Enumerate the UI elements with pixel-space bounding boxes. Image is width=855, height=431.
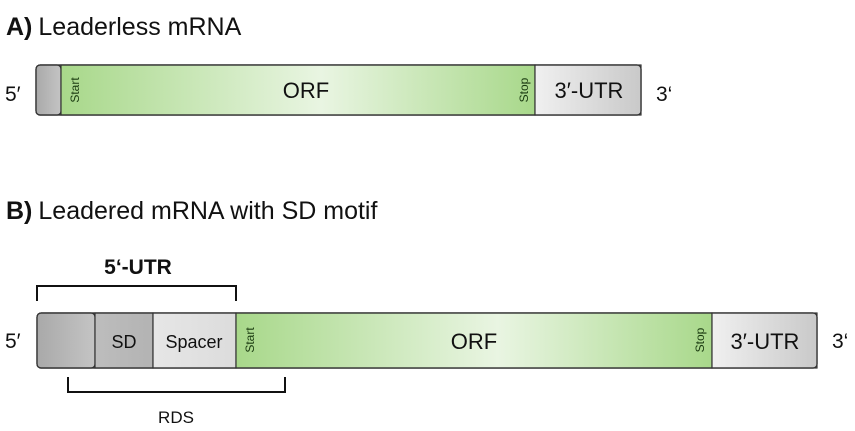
panel-b-sd-label: SD xyxy=(111,332,136,352)
panel-b-letter: B) xyxy=(6,197,32,225)
panel-b: B)Leadered mRNA with SD motif 5‘-UTR 5′ … xyxy=(5,197,848,427)
panel-a-mrna-bar xyxy=(35,64,642,116)
panel-b-stop-label: Stop xyxy=(693,327,707,352)
panel-b-five-prime: 5′ xyxy=(5,330,21,353)
panel-b-mrna-bar xyxy=(36,312,818,369)
panel-b-utr3-segment xyxy=(711,312,818,369)
panel-a: A)Leaderless mRNA 5′ Start ORF Stop 3′-U… xyxy=(5,13,672,116)
panel-a-orf-label: ORF xyxy=(283,78,329,103)
panel-a-letter: A) xyxy=(6,13,32,41)
panel-a-five-prime: 5′ xyxy=(5,83,21,106)
panel-a-start-label: Start xyxy=(68,77,82,103)
panel-b-heading: B)Leadered mRNA with SD motif xyxy=(6,197,377,225)
panel-b-spacer-segment xyxy=(152,312,237,369)
panel-a-orf-segment xyxy=(60,64,536,116)
panel-b-orf-label: ORF xyxy=(451,329,497,354)
panel-b-start-label: Start xyxy=(243,327,257,353)
panel-b-three-prime: 3‘ xyxy=(832,330,848,353)
panel-b-title: Leadered mRNA with SD motif xyxy=(38,197,377,225)
panel-a-stop-label: Stop xyxy=(517,77,531,102)
panel-a-cap-segment xyxy=(35,64,62,116)
rds-bracket xyxy=(67,377,286,393)
panel-b-rds-label: RDS xyxy=(158,408,194,427)
panel-b-utr5-title: 5‘-UTR xyxy=(104,256,172,279)
panel-a-utr3-label: 3′-UTR xyxy=(555,78,624,103)
panel-a-heading: A)Leaderless mRNA xyxy=(6,13,242,41)
panel-a-three-prime: 3‘ xyxy=(656,83,672,106)
panel-b-cap-segment xyxy=(36,312,96,369)
panel-a-title: Leaderless mRNA xyxy=(38,13,241,41)
panel-b-orf-segment xyxy=(235,312,713,369)
panel-b-utr3-label: 3′-UTR xyxy=(731,329,800,354)
panel-b-spacer-label: Spacer xyxy=(165,332,222,352)
utr5-bracket xyxy=(36,285,237,301)
